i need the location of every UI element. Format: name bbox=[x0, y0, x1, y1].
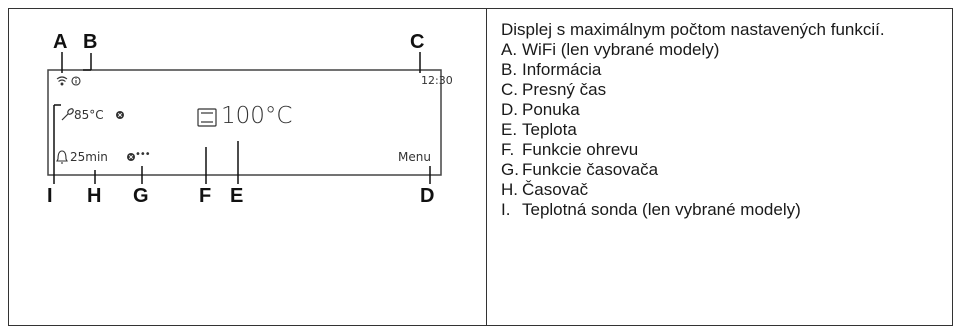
legend-list: A.WiFi (len vybrané modely) B.Informácia… bbox=[501, 40, 941, 220]
probe-temperature: 85°C bbox=[74, 108, 104, 122]
legend-letter: D. bbox=[501, 100, 518, 119]
legend-letter: I. bbox=[501, 200, 511, 219]
heating-function-icon bbox=[197, 108, 217, 127]
time-readout: 12:30 bbox=[421, 74, 453, 87]
callout-b: B bbox=[83, 31, 98, 53]
timer-close-icon bbox=[127, 153, 135, 161]
info-icon bbox=[71, 76, 81, 86]
legend-item: F. Funkcie ohrevu bbox=[501, 140, 941, 160]
legend-letter: G. bbox=[501, 160, 519, 179]
legend-item: G.Funkcie časovača bbox=[501, 160, 941, 180]
callout-i: I bbox=[47, 185, 53, 207]
more-timer-functions: ••• bbox=[135, 149, 151, 160]
legend-item: H.Časovač bbox=[501, 180, 941, 200]
legend-item: E.Teplota bbox=[501, 120, 941, 140]
bell-icon bbox=[56, 150, 68, 164]
legend-text: Funkcie ohrevu bbox=[522, 140, 639, 159]
callout-c: C bbox=[410, 31, 425, 53]
legend-letter: B. bbox=[501, 60, 518, 79]
legend-letter: E. bbox=[501, 120, 518, 139]
wifi-icon bbox=[56, 76, 68, 86]
legend: Displej s maximálnym počtom nastavených … bbox=[501, 20, 941, 220]
legend-letter: C. bbox=[501, 80, 518, 99]
legend-intro: Displej s maximálnym počtom nastavených … bbox=[501, 20, 885, 39]
legend-text: Informácia bbox=[522, 60, 602, 79]
callout-e: E bbox=[230, 185, 244, 207]
legend-text: Časovač bbox=[522, 180, 589, 199]
menu-label: Menu bbox=[398, 150, 431, 164]
legend-text: Ponuka bbox=[522, 100, 580, 119]
callout-g: G bbox=[133, 185, 149, 207]
callout-a: A bbox=[53, 31, 68, 53]
legend-letter: H. bbox=[501, 180, 518, 199]
legend-text: Presný čas bbox=[522, 80, 607, 99]
callout-h: H bbox=[87, 185, 102, 207]
legend-text: WiFi (len vybrané modely) bbox=[522, 40, 720, 59]
column-divider bbox=[486, 8, 487, 326]
legend-item: A.WiFi (len vybrané modely) bbox=[501, 40, 941, 60]
legend-letter: F. bbox=[501, 140, 515, 159]
display-panel bbox=[47, 69, 442, 176]
callout-f: F bbox=[199, 185, 212, 207]
legend-item: D.Ponuka bbox=[501, 100, 941, 120]
oven-temperature: 100°C bbox=[221, 103, 293, 129]
legend-text: Teplota bbox=[522, 120, 577, 139]
display-lines bbox=[47, 52, 442, 184]
outer-frame bbox=[8, 8, 953, 326]
probe-icon bbox=[61, 108, 74, 121]
display-illustration: A B C I H G F E D 12:30 85°C 100°C 25min… bbox=[9, 9, 485, 325]
legend-text: Funkcie časovača bbox=[522, 160, 659, 179]
legend-letter: A. bbox=[501, 40, 518, 59]
probe-close-icon bbox=[116, 111, 124, 119]
legend-item: I. Teplotná sonda (len vybrané modely) bbox=[501, 200, 941, 220]
legend-text: Teplotná sonda (len vybrané modely) bbox=[522, 200, 801, 219]
legend-item: C.Presný čas bbox=[501, 80, 941, 100]
legend-item: B.Informácia bbox=[501, 60, 941, 80]
timer-readout: 25min bbox=[70, 150, 108, 164]
callout-d: D bbox=[420, 185, 435, 207]
